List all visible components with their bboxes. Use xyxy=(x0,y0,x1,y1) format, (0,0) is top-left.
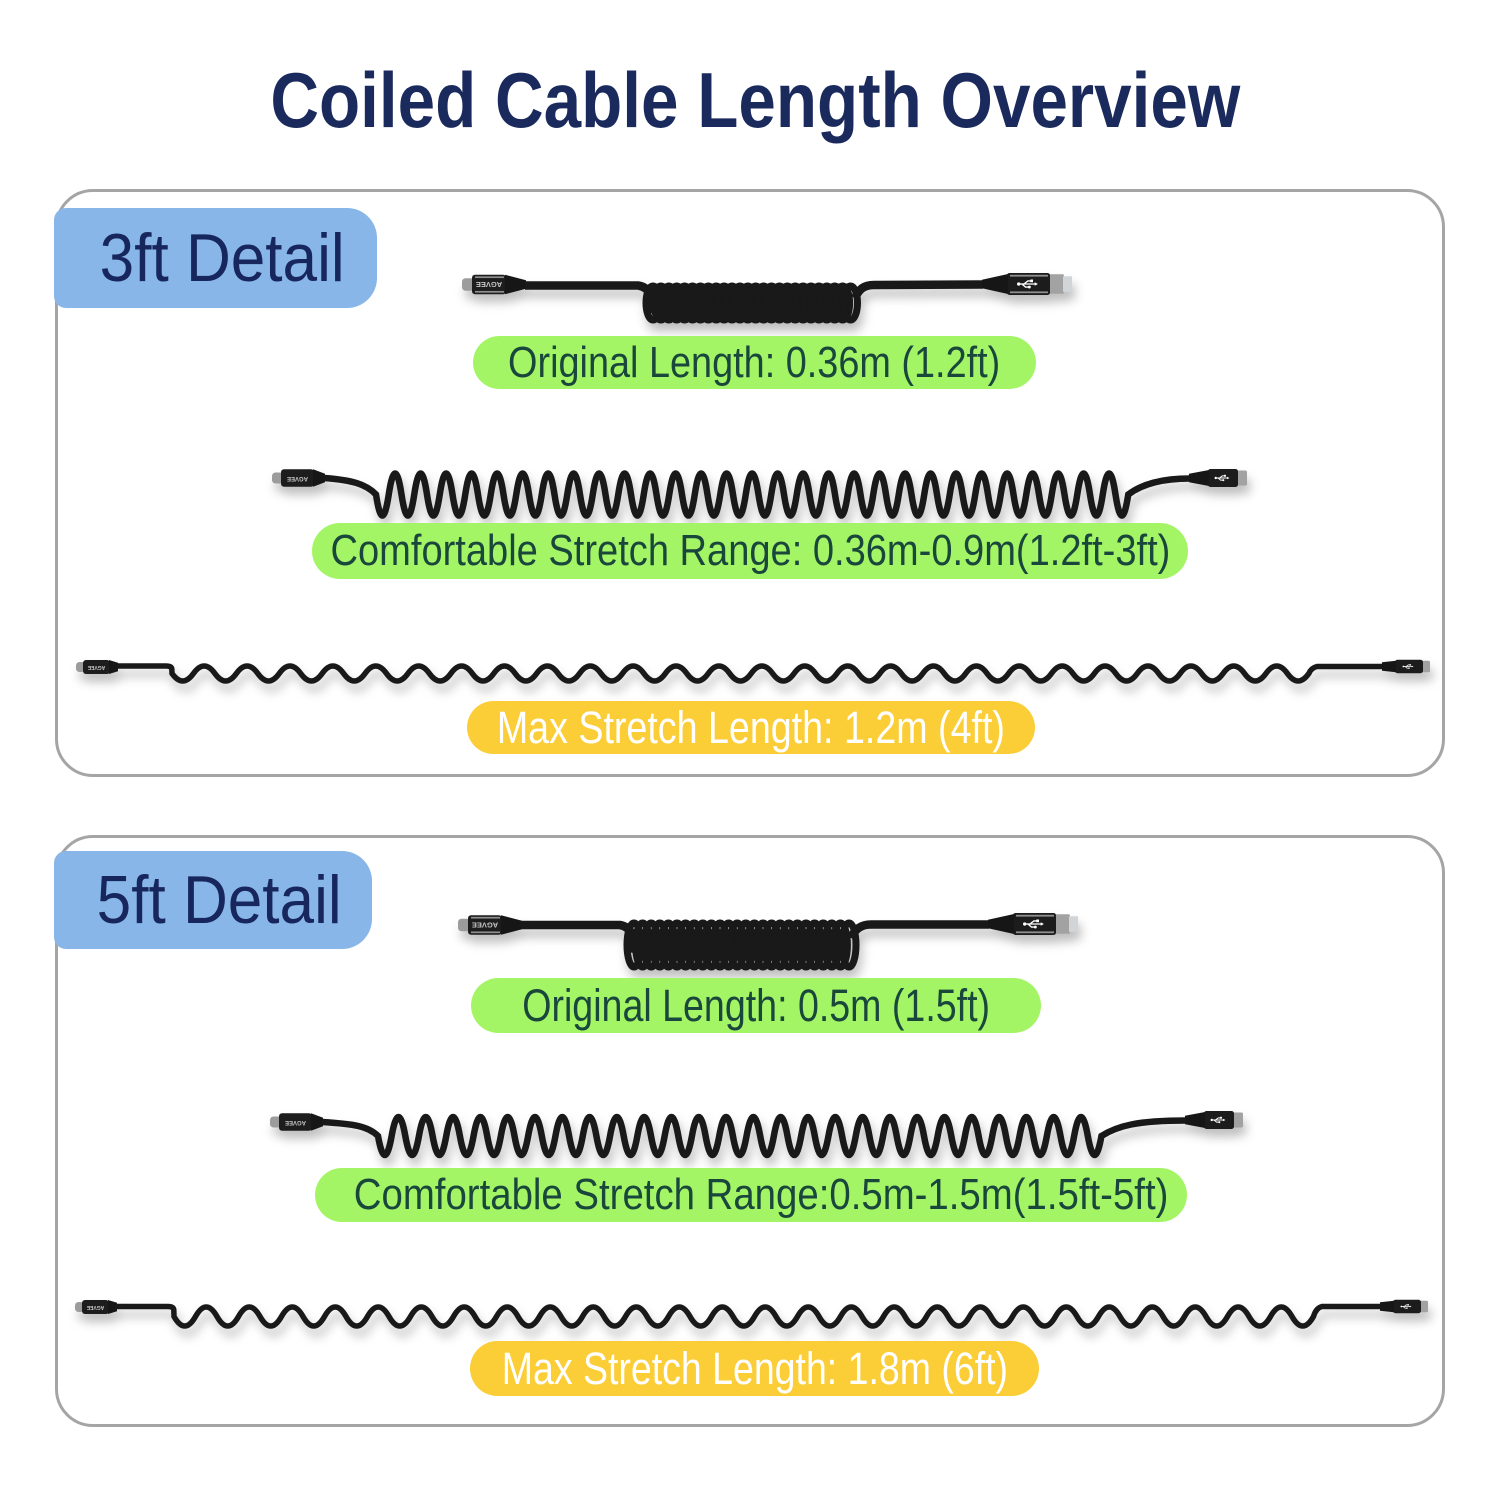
svg-text:AGVEE: AGVEE xyxy=(87,664,105,670)
svg-text:AGVEE: AGVEE xyxy=(472,921,498,930)
svg-text:AGVEE: AGVEE xyxy=(285,1119,306,1125)
svg-text:AGVEE: AGVEE xyxy=(86,1304,104,1310)
svg-text:AGVEE: AGVEE xyxy=(287,475,308,481)
svg-text:AGVEE: AGVEE xyxy=(476,280,502,289)
